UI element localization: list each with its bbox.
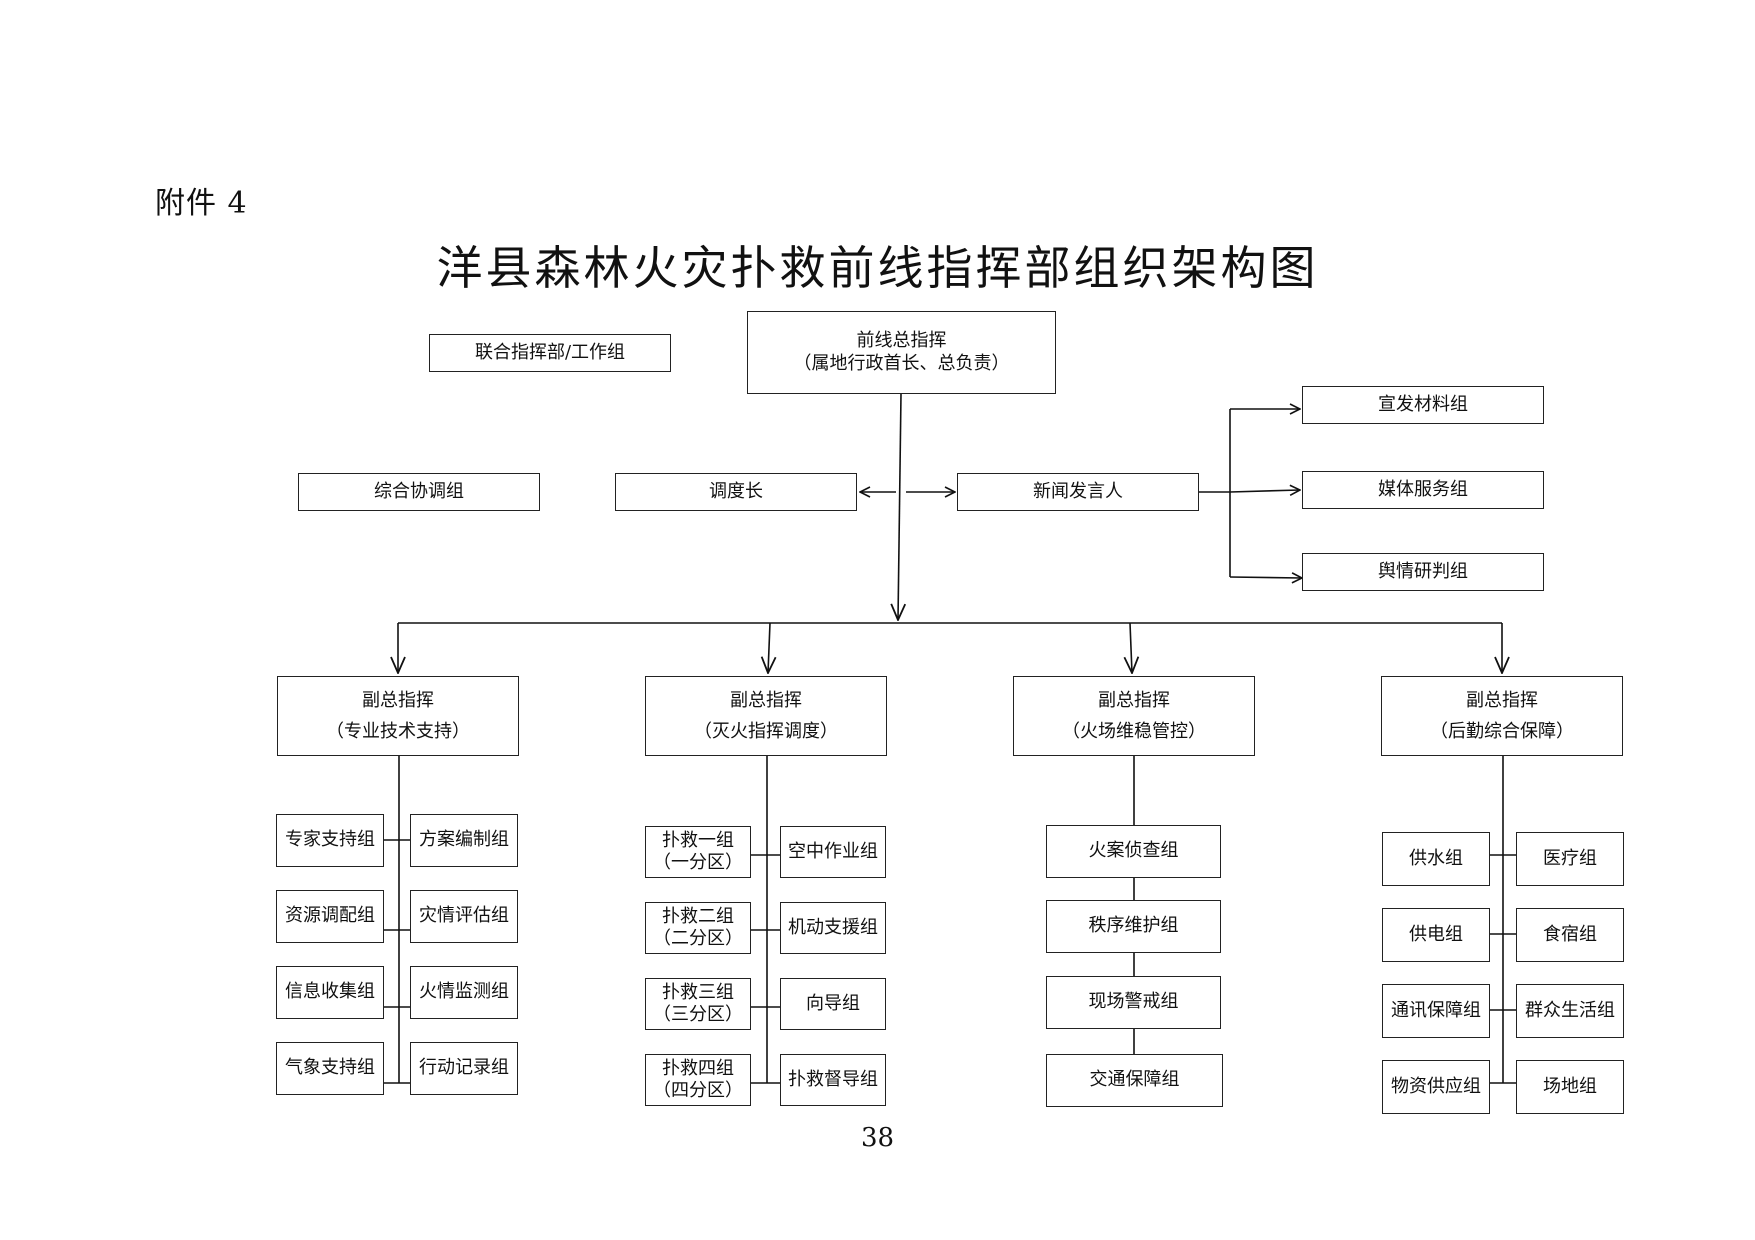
page-number: 38 [860, 1123, 895, 1153]
tech-group-box: 火情监测组 [410, 966, 518, 1019]
deputy-commander-title: 副总指挥 [1466, 689, 1538, 711]
firefight-group-box: 扑救四组 （四分区） [645, 1054, 751, 1106]
logistics-group-label: 食宿组 [1543, 923, 1597, 945]
support-group-box: 扑救督导组 [780, 1054, 886, 1106]
firefight-group-label: 扑救二组 [662, 906, 734, 928]
logistics-group-box: 食宿组 [1516, 908, 1624, 962]
logistics-group-box: 供水组 [1382, 832, 1490, 886]
coordination-group-label: 综合协调组 [374, 480, 464, 502]
front-commander-subtitle: （属地行政首长、总负责） [793, 352, 1010, 374]
firefight-zone-label: （三分区） [653, 1004, 743, 1025]
coordination-group-box: 综合协调组 [298, 473, 540, 511]
tech-group-box: 行动记录组 [410, 1042, 518, 1095]
joint-command-label: 联合指挥部/工作组 [474, 341, 626, 363]
logistics-group-box: 医疗组 [1516, 832, 1624, 886]
deputy-commander-title: 副总指挥 [730, 689, 802, 711]
firefight-group-label: 扑救一组 [662, 830, 734, 852]
attachment-label: 附件 4 [155, 186, 248, 221]
tech-group-label: 灾情评估组 [419, 905, 509, 927]
deputy-commander-role: （火场维稳管控） [1062, 721, 1206, 742]
order-group-label: 火案侦查组 [1088, 840, 1179, 862]
firefight-group-box: 扑救一组 （一分区） [645, 826, 751, 878]
order-group-box: 现场警戒组 [1046, 976, 1221, 1029]
deputy-commander-title: 副总指挥 [1098, 689, 1170, 711]
order-group-label: 交通保障组 [1089, 1069, 1180, 1091]
spokesman-label: 新闻发言人 [1033, 480, 1123, 502]
tech-group-box: 信息收集组 [276, 966, 384, 1019]
order-group-box: 火案侦查组 [1046, 825, 1221, 878]
press-group-box: 舆情研判组 [1302, 553, 1544, 591]
chart-title: 洋县森林火灾扑救前线指挥部组织架构图 [436, 241, 1319, 295]
support-group-label: 空中作业组 [788, 840, 878, 862]
tech-group-label: 资源调配组 [285, 905, 375, 927]
dispatcher-label: 调度长 [709, 480, 763, 502]
front-commander-box: 前线总指挥 （属地行政首长、总负责） [747, 311, 1056, 394]
firefight-group-box: 扑救二组 （二分区） [645, 902, 751, 954]
deputy-commander-box: 副总指挥 （后勤综合保障） [1381, 676, 1623, 756]
order-group-label: 现场警戒组 [1088, 991, 1179, 1013]
logistics-group-label: 场地组 [1543, 1075, 1597, 1097]
logistics-group-label: 供电组 [1409, 923, 1463, 945]
spokesman-box: 新闻发言人 [957, 473, 1199, 511]
order-group-box: 秩序维护组 [1046, 900, 1221, 953]
logistics-group-box: 群众生活组 [1516, 984, 1624, 1038]
logistics-group-label: 医疗组 [1543, 847, 1597, 869]
press-group-label: 舆情研判组 [1378, 560, 1468, 582]
logistics-group-box: 场地组 [1516, 1060, 1624, 1114]
front-commander-title: 前线总指挥 [856, 330, 947, 351]
order-group-box: 交通保障组 [1046, 1054, 1223, 1107]
joint-command-box: 联合指挥部/工作组 [429, 334, 671, 372]
support-group-label: 机动支援组 [788, 916, 878, 938]
press-group-label: 媒体服务组 [1378, 478, 1468, 500]
firefight-group-label: 扑救三组 [662, 982, 734, 1004]
tech-group-box: 气象支持组 [276, 1042, 384, 1095]
logistics-group-label: 供水组 [1409, 847, 1463, 869]
logistics-group-label: 通讯保障组 [1391, 999, 1481, 1021]
tech-group-box: 方案编制组 [410, 814, 518, 867]
deputy-commander-role: （灭火指挥调度） [694, 721, 838, 742]
deputy-commander-title: 副总指挥 [362, 689, 434, 711]
deputy-commander-box: 副总指挥 （灭火指挥调度） [645, 676, 887, 756]
deputy-commander-role: （专业技术支持） [326, 721, 470, 742]
tech-group-box: 专家支持组 [276, 814, 384, 867]
order-group-label: 秩序维护组 [1088, 915, 1179, 937]
logistics-group-box: 物资供应组 [1382, 1060, 1490, 1114]
support-group-box: 机动支援组 [780, 902, 886, 954]
press-group-box: 宣发材料组 [1302, 386, 1544, 424]
firefight-group-label: 扑救四组 [662, 1058, 734, 1080]
deputy-commander-role: （后勤综合保障） [1430, 721, 1574, 742]
deputy-commander-box: 副总指挥 （火场维稳管控） [1013, 676, 1255, 756]
tech-group-box: 灾情评估组 [410, 890, 518, 943]
logistics-group-label: 群众生活组 [1525, 999, 1615, 1021]
press-group-box: 媒体服务组 [1302, 471, 1544, 509]
tech-group-box: 资源调配组 [276, 890, 384, 943]
tech-group-label: 火情监测组 [419, 981, 509, 1003]
tech-group-label: 方案编制组 [419, 829, 509, 851]
press-group-label: 宣发材料组 [1378, 393, 1468, 415]
firefight-group-box: 扑救三组 （三分区） [645, 978, 751, 1030]
deputy-commander-box: 副总指挥 （专业技术支持） [277, 676, 519, 756]
logistics-group-box: 供电组 [1382, 908, 1490, 962]
support-group-box: 向导组 [780, 978, 886, 1030]
firefight-zone-label: （四分区） [653, 1080, 743, 1101]
tech-group-label: 行动记录组 [419, 1057, 509, 1079]
logistics-group-box: 通讯保障组 [1382, 984, 1490, 1038]
logistics-group-label: 物资供应组 [1391, 1075, 1481, 1097]
tech-group-label: 专家支持组 [285, 829, 375, 851]
dispatcher-box: 调度长 [615, 473, 857, 511]
firefight-zone-label: （二分区） [653, 928, 743, 949]
firefight-zone-label: （一分区） [653, 852, 743, 873]
support-group-label: 扑救督导组 [788, 1068, 878, 1090]
support-group-label: 向导组 [806, 992, 860, 1014]
support-group-box: 空中作业组 [780, 826, 886, 878]
tech-group-label: 信息收集组 [285, 981, 375, 1003]
tech-group-label: 气象支持组 [285, 1057, 375, 1079]
